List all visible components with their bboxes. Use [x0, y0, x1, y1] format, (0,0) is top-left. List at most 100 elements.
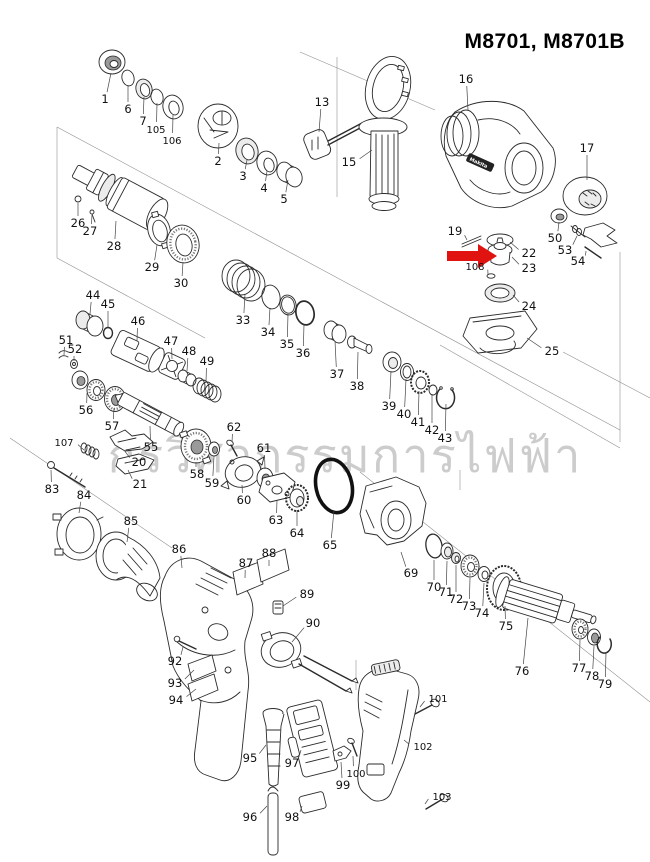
- leader-line-15: [359, 149, 373, 160]
- part-label-97: 97: [285, 756, 300, 770]
- part-label-6: 6: [124, 102, 131, 116]
- leader-line-19: [464, 235, 468, 241]
- drawing-part-2: [197, 103, 239, 149]
- leader-line-34: [268, 307, 271, 326]
- leader-line-53: [572, 235, 578, 245]
- drawing-part-6: [121, 69, 135, 87]
- part-label-28: 28: [107, 239, 122, 253]
- part-label-88: 88: [262, 546, 277, 560]
- drawing-part-62: [226, 439, 238, 457]
- drawing-part-55: [114, 392, 185, 437]
- part-label-42: 42: [425, 423, 440, 437]
- part-label-94: 94: [169, 693, 184, 707]
- part-label-78: 78: [585, 669, 600, 683]
- watermark-text: กรวิศวกรรมการไฟฟ้า: [108, 429, 583, 484]
- leader-line-85: [126, 527, 130, 543]
- drawing-part-23: [487, 237, 513, 266]
- leader-line-38: [357, 351, 359, 380]
- part-labels: 1671051062345131516175053541922231082425…: [45, 72, 613, 824]
- part-label-83: 83: [45, 482, 60, 496]
- part-label-90: 90: [306, 616, 321, 630]
- leader-line-21: [127, 469, 133, 479]
- leader-line-13: [318, 108, 322, 133]
- drawing-part-24: [484, 283, 516, 303]
- part-label-96: 96: [243, 810, 258, 824]
- drawing-part-76: [495, 576, 597, 625]
- part-label-98: 98: [285, 810, 300, 824]
- leader-line-76: [523, 617, 529, 665]
- drawing-part-93: [187, 654, 217, 682]
- leader-line-99: [340, 761, 343, 779]
- part-label-84: 84: [77, 488, 92, 502]
- drawing-part-20: [109, 429, 154, 452]
- drawing-part-3: [235, 137, 259, 165]
- leader-line-71: [446, 560, 448, 586]
- drawing-part-102: [357, 659, 420, 802]
- leader-line-102: [403, 739, 409, 745]
- leader-line-92: [180, 646, 184, 656]
- part-label-65: 65: [323, 538, 338, 552]
- drawing-part-27: [89, 209, 96, 223]
- part-label-108: 108: [465, 262, 484, 273]
- drawing-part-42: [428, 384, 438, 396]
- drawing-part-34: [261, 284, 281, 310]
- drawing-part-73: [460, 554, 480, 578]
- drawing-part-13: [303, 122, 363, 160]
- leader-line-107: [77, 444, 85, 451]
- drawing-part-54: [584, 246, 602, 259]
- drawing-part-108: [486, 273, 496, 279]
- part-label-25: 25: [545, 344, 560, 358]
- drawing-part-79: [596, 636, 612, 654]
- leader-line-57: [112, 407, 115, 420]
- drawing-part-59: [208, 441, 220, 457]
- part-label-69: 69: [404, 566, 419, 580]
- part-label-55: 55: [144, 440, 159, 454]
- part-label-63: 63: [269, 513, 284, 527]
- part-label-99: 99: [336, 778, 351, 792]
- drawing-part-64: [285, 484, 309, 512]
- leader-line-50: [557, 221, 560, 232]
- part-label-56: 56: [79, 403, 94, 417]
- drawing-part-1: [98, 49, 126, 75]
- drawing-part-96: [267, 786, 279, 856]
- leader-line-36: [303, 323, 305, 347]
- part-label-54: 54: [571, 254, 586, 268]
- leader-line-33: [243, 293, 246, 314]
- drawing-part-21: [115, 453, 155, 475]
- part-label-105: 105: [146, 125, 165, 136]
- part-label-23: 23: [522, 261, 537, 275]
- drawing-part-69: [359, 476, 427, 546]
- leader-line-73: [469, 577, 471, 600]
- leader-line-4: [265, 170, 268, 182]
- leader-line-24: [512, 294, 520, 303]
- leader-line-2: [218, 142, 220, 155]
- leader-line-78: [592, 645, 595, 670]
- part-label-2: 2: [214, 154, 221, 168]
- leader-line-48: [186, 357, 189, 372]
- part-label-52: 52: [68, 342, 83, 356]
- part-label-33: 33: [236, 313, 251, 327]
- leader-line-40: [404, 378, 407, 408]
- part-label-36: 36: [296, 346, 311, 360]
- part-label-53: 53: [558, 243, 573, 257]
- part-label-76: 76: [515, 664, 530, 678]
- drawing-part-5: [276, 161, 303, 188]
- drawing-part-78: [587, 628, 601, 646]
- leader-line-89: [282, 596, 297, 607]
- drawing-part-105: [150, 88, 164, 106]
- drawing-part-44: [75, 310, 104, 337]
- part-label-47: 47: [164, 334, 179, 348]
- part-label-49: 49: [200, 354, 215, 368]
- part-label-106: 106: [162, 136, 181, 147]
- leader-line-1: [106, 72, 112, 93]
- part-label-26: 26: [71, 216, 86, 230]
- leader-line-65: [331, 509, 335, 539]
- guide-line: [562, 351, 650, 399]
- drawing-part-58: [179, 428, 212, 465]
- part-label-57: 57: [105, 419, 120, 433]
- leader-line-96: [259, 805, 268, 814]
- part-label-75: 75: [499, 619, 514, 633]
- leader-line-30: [181, 261, 184, 277]
- drawing-part-25: [462, 310, 538, 355]
